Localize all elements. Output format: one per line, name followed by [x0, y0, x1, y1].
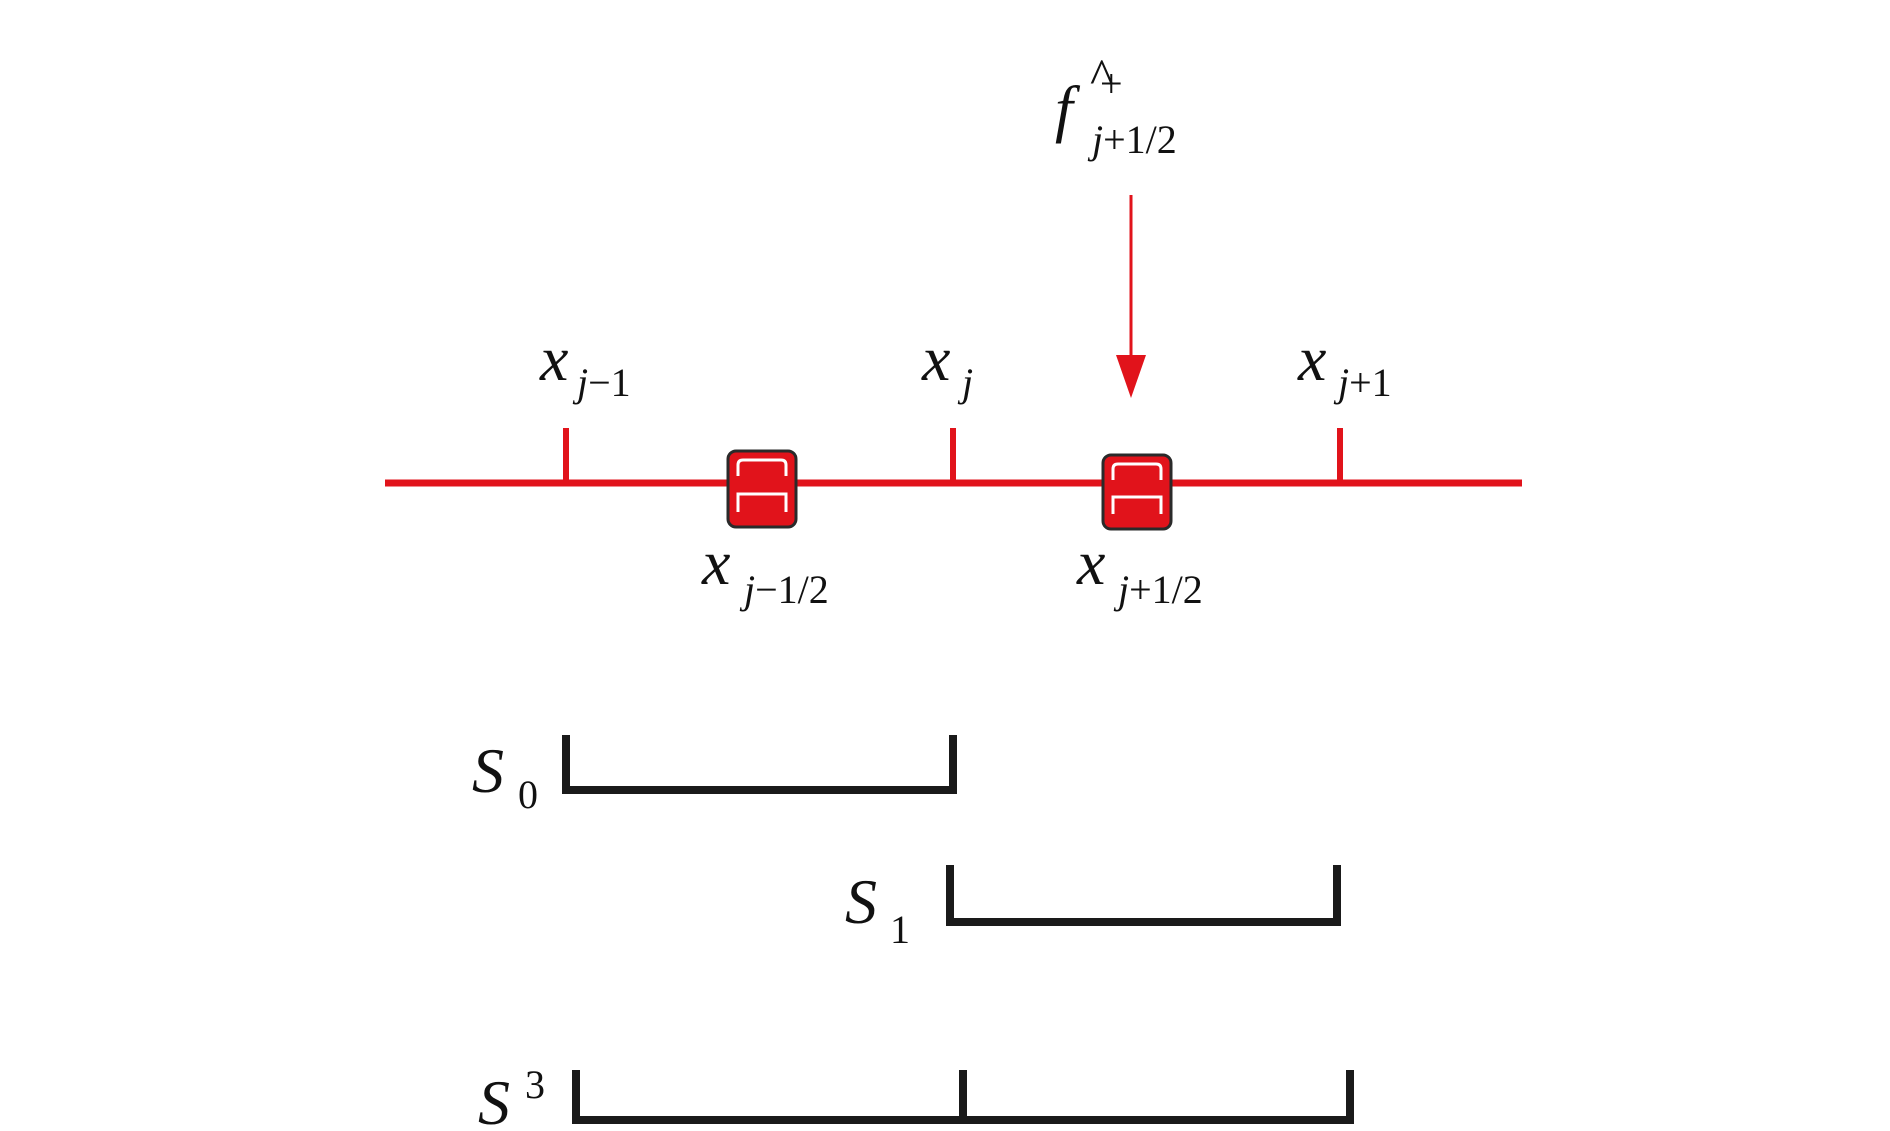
- svg-text:1: 1: [890, 907, 910, 952]
- stencil-s1: S 1: [845, 865, 1341, 952]
- flux-sub: j+1/2: [1087, 117, 1177, 162]
- flux-arrow: [1116, 195, 1146, 398]
- node-label-j: x j: [921, 323, 973, 405]
- svg-text:S: S: [478, 1067, 510, 1131]
- svg-text:0: 0: [518, 772, 538, 817]
- svg-text:S: S: [845, 866, 877, 937]
- svg-text:x: x: [1297, 323, 1326, 394]
- svg-text:j: j: [957, 360, 973, 405]
- flux-main: f: [1055, 73, 1081, 144]
- flux-sup: +: [1100, 61, 1123, 106]
- svg-text:j+1/2: j+1/2: [1113, 567, 1203, 612]
- half-node-marker-j-minus-half: [726, 449, 798, 529]
- flux-label: ^ f + j+1/2: [1055, 48, 1177, 162]
- flux-hat: ^: [1090, 48, 1113, 104]
- half-node-label-j-plus-half: x j+1/2: [1076, 527, 1203, 612]
- svg-text:j−1: j−1: [572, 360, 631, 405]
- half-node-marker-j-plus-half: [1101, 453, 1173, 531]
- flux-arrow-head: [1116, 355, 1146, 398]
- svg-text:x: x: [1076, 527, 1105, 598]
- svg-text:x: x: [921, 323, 950, 394]
- flux-sub-rest: +1/2: [1103, 117, 1177, 162]
- node-label-j-plus-1: x j+1: [1297, 323, 1392, 405]
- stencil-s0: S 0: [472, 735, 957, 817]
- node-ticks: [563, 428, 1343, 483]
- stencil-s3: S 3: [478, 1062, 1354, 1131]
- svg-text:j−1/2: j−1/2: [739, 567, 829, 612]
- flux-sub-j: j: [1087, 117, 1103, 162]
- node-label-j-minus-1: x j−1: [539, 323, 631, 405]
- svg-text:x: x: [701, 527, 730, 598]
- svg-text:3: 3: [525, 1062, 545, 1107]
- half-node-label-j-minus-half: x j−1/2: [701, 527, 829, 612]
- svg-text:x: x: [539, 323, 568, 394]
- svg-text:j+1: j+1: [1333, 360, 1392, 405]
- svg-text:S: S: [472, 735, 504, 806]
